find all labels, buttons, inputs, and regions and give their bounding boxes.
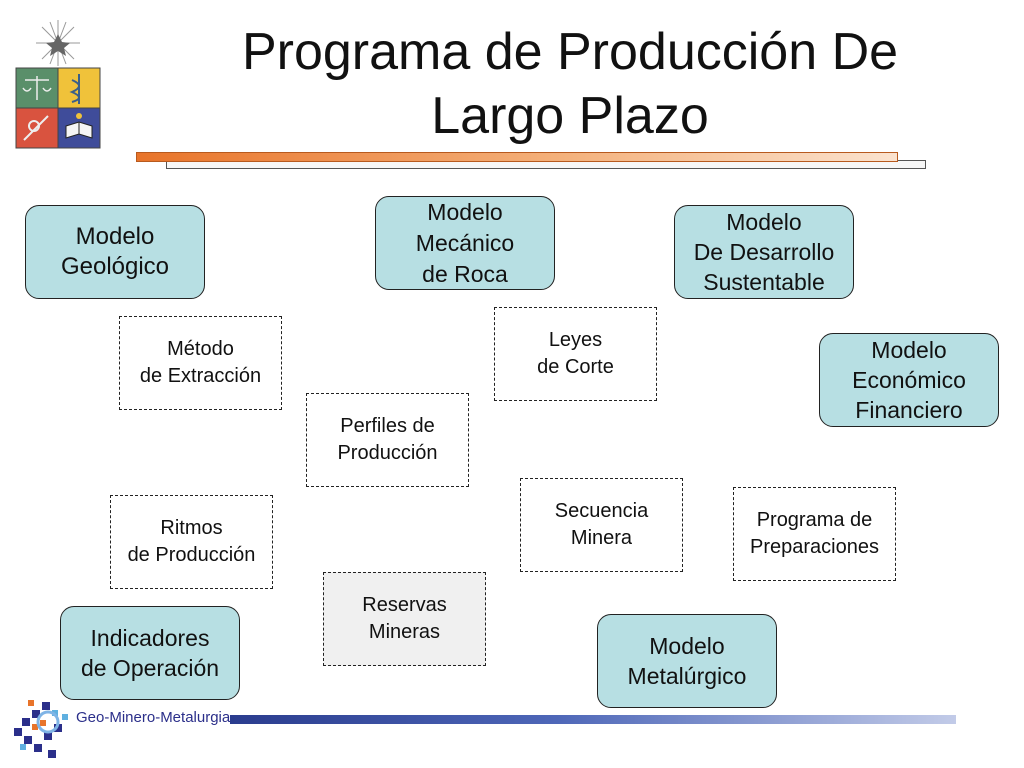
metodo-extraccion-box: Método de Extracción: [119, 316, 282, 410]
indicadores-box: Indicadores de Operación: [60, 606, 240, 700]
modelo-geologico-box: Modelo Geológico: [25, 205, 205, 299]
modelo-metalurgico-box: Modelo Metalúrgico: [597, 614, 777, 708]
footer-divider: [230, 715, 956, 724]
secuencia-minera-box: Secuencia Minera: [520, 478, 683, 572]
ritmos-produccion-box: Ritmos de Producción: [110, 495, 273, 589]
leyes-corte-box: Leyes de Corte: [494, 307, 657, 401]
footer-brand-text: Geo-Minero-Metalurgia: [76, 709, 231, 726]
modelo-desarrollo-box: Modelo De Desarrollo Sustentable: [674, 205, 854, 299]
geo-minero-metalurgia-logo-icon: [14, 700, 68, 758]
programa-preparaciones-box: Programa de Preparaciones: [733, 487, 896, 581]
perfiles-produccion-box: Perfiles de Producción: [306, 393, 469, 487]
reservas-mineras-box: Reservas Mineras: [323, 572, 486, 666]
modelo-mecanico-box: Modelo Mecánico de Roca: [375, 196, 555, 290]
modelo-economico-box: Modelo Económico Financiero: [819, 333, 999, 427]
slide-title: Programa de Producción De Largo Plazo: [241, 23, 899, 145]
title-underline-orange: [136, 152, 898, 162]
university-crest-icon: [15, 20, 101, 149]
